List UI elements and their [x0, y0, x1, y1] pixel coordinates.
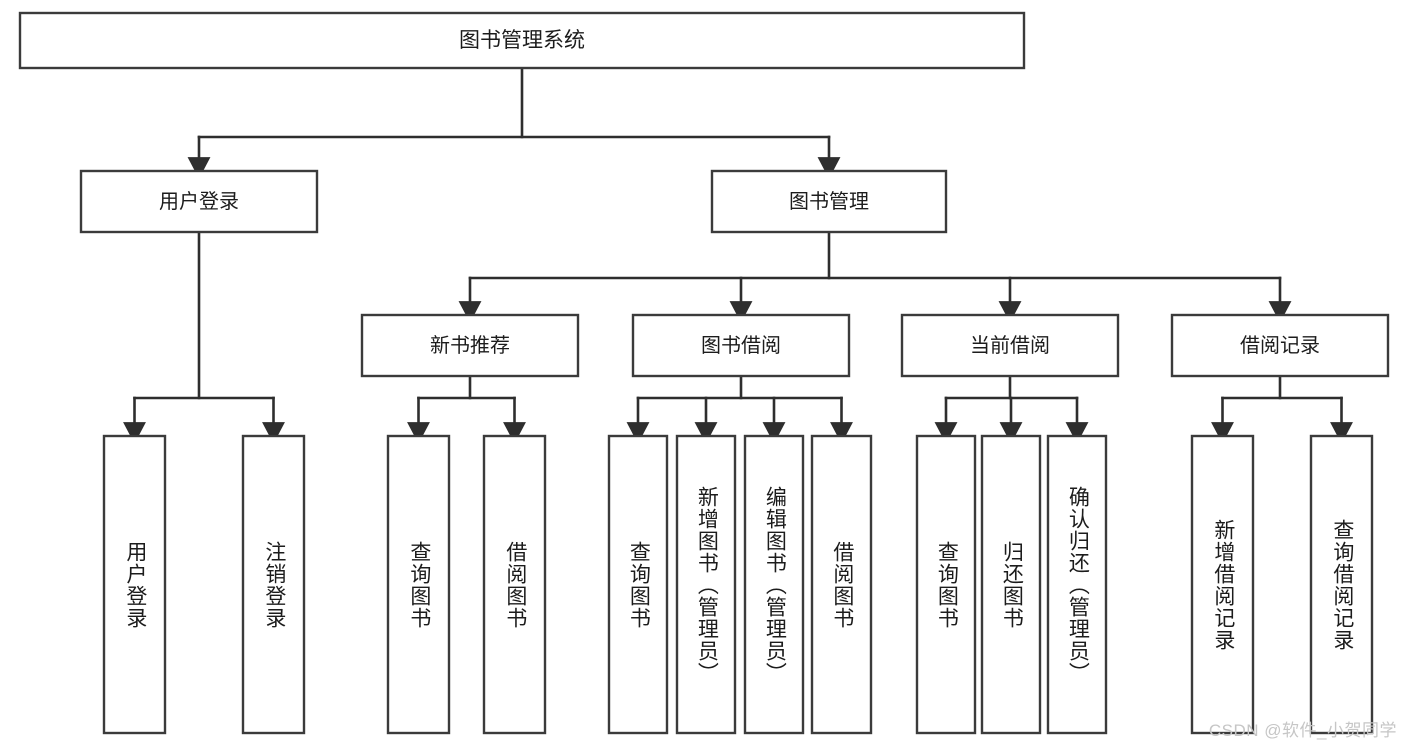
node-label-current-borrow: 当前借阅 [970, 334, 1050, 357]
node-box-leaf-add-book-admin[interactable] [675, 434, 737, 735]
node-label-new-book-recommend: 新书推荐 [430, 334, 510, 357]
node-box-leaf-borrow-book-1[interactable] [482, 434, 547, 735]
boxes-layer [18, 11, 1390, 735]
node-box-leaf-query-book-2[interactable] [607, 434, 669, 735]
csdn-watermark: CSDN @软件_小贺同学 [1208, 721, 1397, 740]
node-box-user-login[interactable] [79, 169, 319, 234]
node-box-leaf-edit-book-admin[interactable] [743, 434, 805, 735]
node-box-leaf-user-login[interactable] [102, 434, 167, 735]
node-box-root[interactable] [18, 11, 1026, 70]
node-label-user-login: 用户登录 [159, 190, 239, 213]
node-label-book-management: 图书管理 [789, 190, 869, 213]
node-box-leaf-return-book[interactable] [980, 434, 1042, 735]
node-box-leaf-query-book-1[interactable] [386, 434, 451, 735]
node-box-leaf-query-book-3[interactable] [915, 434, 977, 735]
node-box-book-management[interactable] [710, 169, 948, 234]
node-box-leaf-query-borrow-record[interactable] [1309, 434, 1374, 735]
node-box-book-borrow[interactable] [631, 313, 851, 378]
node-label-borrow-record: 借阅记录 [1240, 334, 1320, 357]
node-label-root: 图书管理系统 [459, 29, 585, 52]
node-box-leaf-logout[interactable] [241, 434, 306, 735]
node-box-new-book-recommend[interactable] [360, 313, 580, 378]
node-label-book-borrow: 图书借阅 [701, 334, 781, 357]
node-box-leaf-confirm-return-admin[interactable] [1046, 434, 1108, 735]
node-box-current-borrow[interactable] [900, 313, 1120, 378]
node-box-leaf-add-borrow-record[interactable] [1190, 434, 1255, 735]
connectors-layer [123, 66, 1353, 444]
node-box-borrow-record[interactable] [1170, 313, 1390, 378]
node-box-leaf-borrow-book-2[interactable] [810, 434, 873, 735]
